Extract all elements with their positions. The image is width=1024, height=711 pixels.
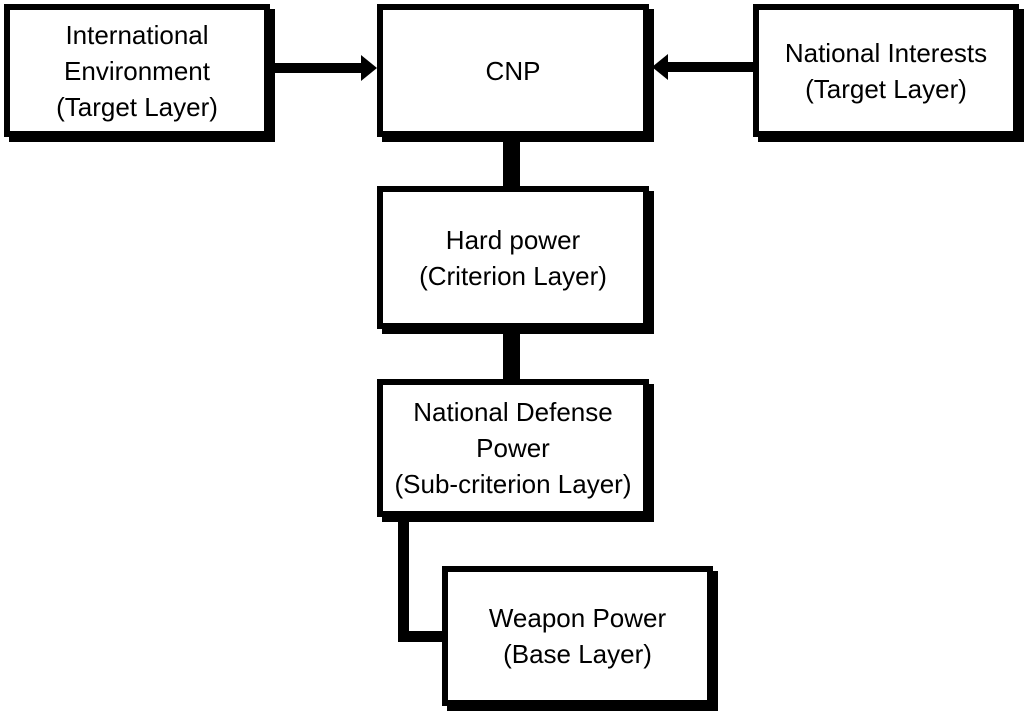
edge-international-environment-to-cnp [266,63,364,73]
node-label-line: (Criterion Layer) [419,260,607,291]
node-label-line: Weapon Power [488,603,667,633]
node-national-defense-power: National Defense Power (Sub-criterion La… [377,379,649,517]
edge-national-defense-power-to-weapon-power-vertical [398,513,409,642]
node-cnp: CNP [377,4,649,137]
node-label-line: Environment [64,55,210,86]
node-hard-power: Hard power (Criterion Layer) [377,186,649,329]
node-label-line: (Base Layer) [503,639,652,669]
edge-cnp-to-hard-power [503,133,520,190]
node-label-line: National Interests [784,37,988,68]
node-national-interests: National Interests (Target Layer) [753,4,1019,137]
node-label-line: (Target Layer) [805,73,967,104]
node-label-line: Hard power [445,224,581,255]
node-weapon-power: Weapon Power (Base Layer) [442,566,713,706]
arrowhead-right-icon [361,55,377,81]
edge-national-interests-to-cnp [668,62,757,72]
edge-hard-power-to-national-defense-power [503,325,520,383]
node-label-line: (Sub-criterion Layer) [394,469,632,499]
node-label-line: National Defense [413,397,613,427]
node-label-line: Power [476,433,550,463]
arrowhead-left-icon [652,54,668,80]
node-label-line: (Target Layer) [56,91,218,122]
node-label-line: International [65,19,209,50]
node-international-environment: International Environment (Target Layer) [4,4,270,137]
edge-national-defense-power-to-weapon-power-horizontal [398,631,446,642]
node-label-line: CNP [485,55,541,86]
